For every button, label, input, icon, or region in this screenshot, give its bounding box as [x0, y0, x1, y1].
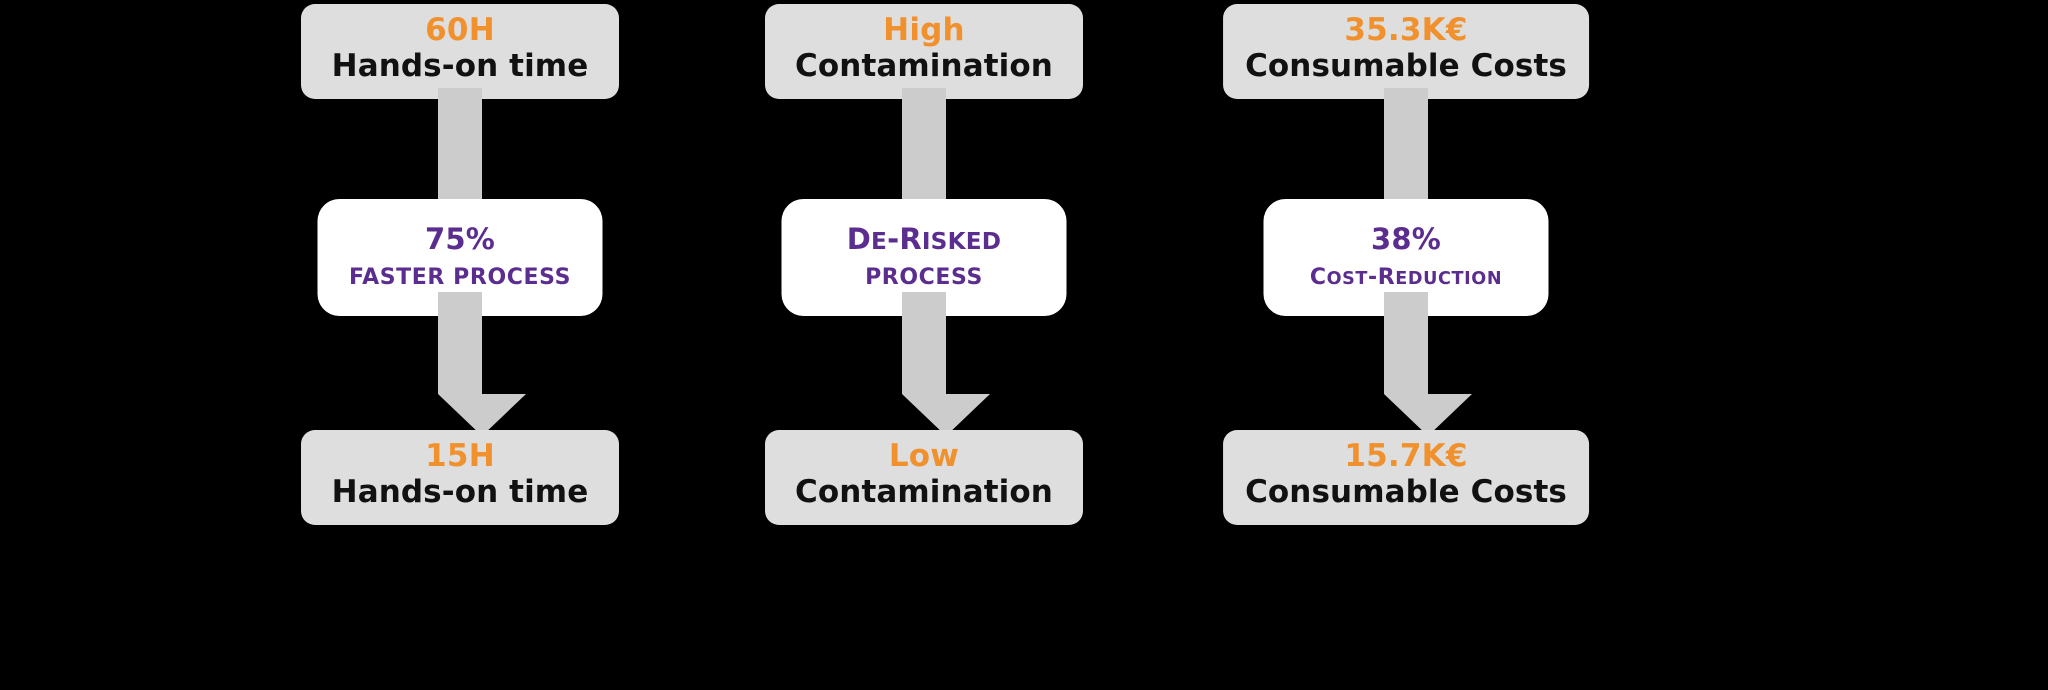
before-state-box: 60H Hands-on time [301, 4, 619, 99]
arrow-shaft [902, 88, 946, 206]
arrow-connector-lower [902, 292, 990, 436]
benefit-value: 75% [424, 222, 495, 256]
arrow-connector-lower [438, 292, 526, 436]
after-metric-label: Hands-on time [331, 473, 589, 510]
after-metric-value: 15H [425, 438, 495, 474]
arrowhead-down-icon [1384, 394, 1472, 436]
arrow-shaft [1384, 88, 1428, 206]
arrowhead-down-icon [438, 394, 526, 436]
before-metric-label: Consumable Costs [1245, 47, 1567, 84]
arrow-connector-upper [902, 88, 946, 206]
before-metric-value: 35.3K€ [1344, 12, 1468, 48]
after-state-box: 15.7K€ Consumable Costs [1223, 430, 1589, 525]
arrow-shaft [438, 292, 482, 394]
metric-column-contamination: High Contamination DE-RISKED PROCESS Low… [714, 0, 1134, 690]
after-metric-label: Consumable Costs [1245, 473, 1567, 510]
arrow-shaft [1384, 292, 1428, 394]
before-metric-value: High [883, 12, 965, 48]
after-metric-value: Low [888, 438, 960, 474]
benefit-badge: 38% COST-REDUCTION [1263, 199, 1549, 316]
benefit-value: 38% [1370, 222, 1441, 256]
before-state-box: 35.3K€ Consumable Costs [1223, 4, 1589, 99]
benefit-caption: PROCESS [865, 265, 983, 291]
benefit-caption: FASTER PROCESS [348, 265, 572, 291]
arrowhead-down-icon [902, 394, 990, 436]
metric-column-consumable-costs: 35.3K€ Consumable Costs 38% COST-REDUCTI… [1196, 0, 1616, 690]
metric-column-hands-on-time: 60H Hands-on time 75% FASTER PROCESS 15H… [250, 0, 670, 690]
before-state-box: High Contamination [765, 4, 1083, 99]
after-metric-value: 15.7K€ [1344, 438, 1468, 474]
after-metric-label: Contamination [795, 473, 1053, 510]
arrow-connector-upper [438, 88, 482, 206]
benefit-caption: COST-REDUCTION [1309, 265, 1503, 291]
before-metric-label: Hands-on time [331, 47, 589, 84]
after-state-box: 15H Hands-on time [301, 430, 619, 525]
after-state-box: Low Contamination [765, 430, 1083, 525]
arrow-connector-upper [1384, 88, 1428, 206]
before-metric-label: Contamination [795, 47, 1053, 84]
benefit-value: DE-RISKED [846, 222, 1002, 256]
arrow-shaft [438, 88, 482, 206]
before-metric-value: 60H [425, 12, 495, 48]
arrow-connector-lower [1384, 292, 1472, 436]
arrow-shaft [902, 292, 946, 394]
